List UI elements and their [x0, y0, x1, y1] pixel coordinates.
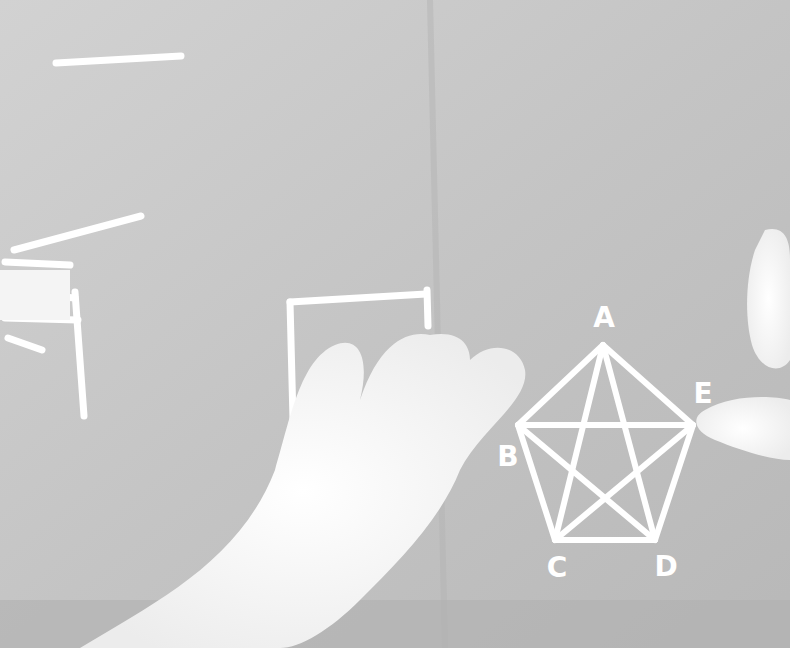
complete-graph — [518, 345, 693, 540]
vertex-label: C — [547, 554, 568, 582]
hands — [80, 229, 790, 648]
sticks — [5, 56, 428, 420]
vertex-label: B — [497, 443, 518, 471]
cloth-fold — [430, 0, 445, 648]
vertex-label: A — [593, 304, 615, 332]
vertex-label: E — [693, 380, 712, 408]
stick-bundle — [0, 270, 70, 320]
vertex-label: D — [654, 553, 677, 581]
